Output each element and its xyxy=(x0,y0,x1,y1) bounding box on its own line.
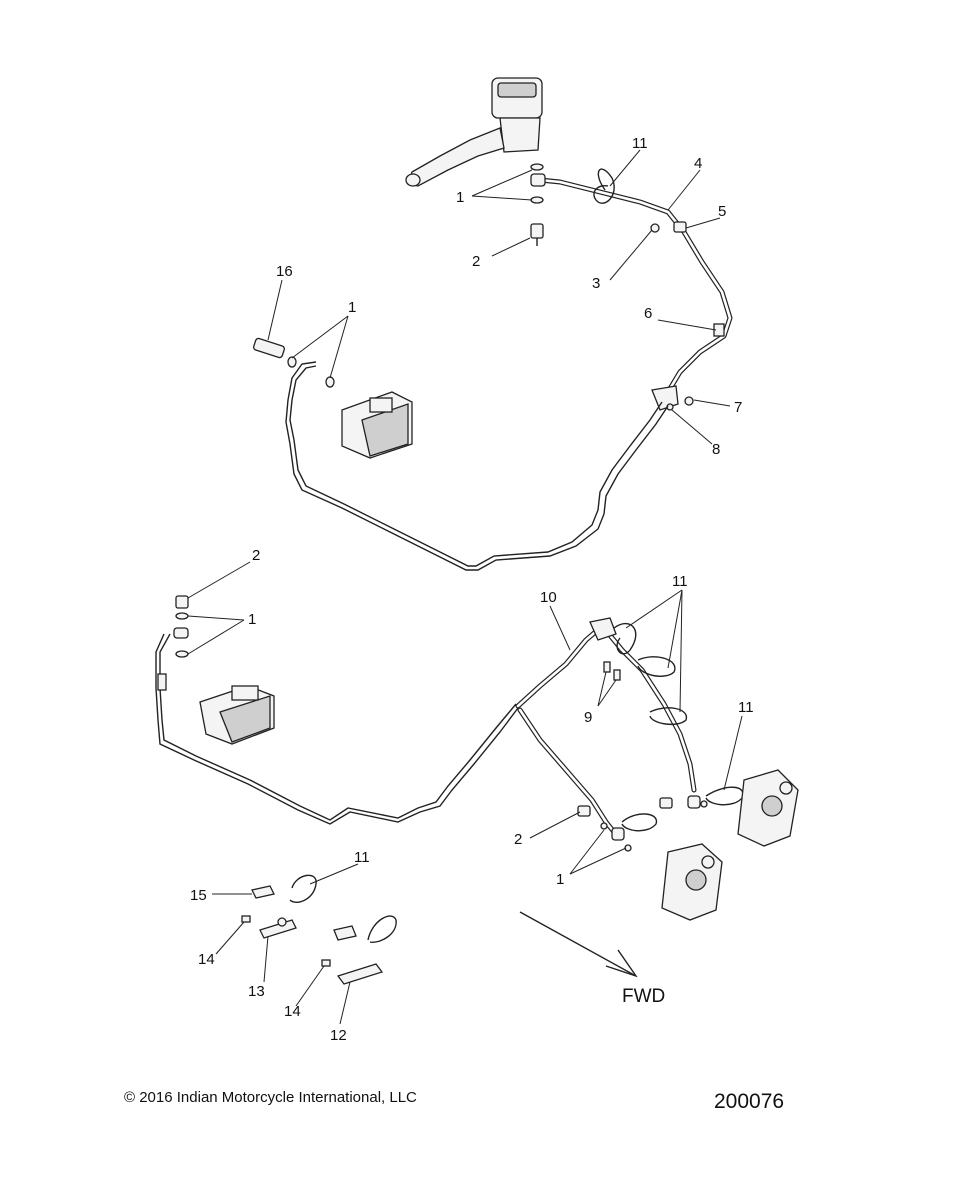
callout-11: 11 xyxy=(632,135,648,152)
clip-and-bracket-12 xyxy=(321,915,397,985)
cable-tie-13 xyxy=(289,874,317,903)
clip-15 xyxy=(251,885,275,899)
master-cylinder xyxy=(405,77,543,187)
callout-7: 7 xyxy=(734,399,742,416)
upper-brake-hose xyxy=(537,177,733,395)
abs-module-upper xyxy=(341,391,413,459)
callout-3: 3 xyxy=(592,275,600,292)
callout-1: 1 xyxy=(348,299,356,316)
clip-and-bolt xyxy=(650,221,687,233)
brake-caliper-right xyxy=(737,769,799,847)
bleeder-screws xyxy=(603,661,621,681)
callout-8: 8 xyxy=(712,441,720,458)
banjo-fitting-upper xyxy=(530,163,546,246)
callout-15: 15 xyxy=(190,887,207,904)
callout-5: 5 xyxy=(718,203,726,220)
upper-rigid-brake-line xyxy=(285,361,669,571)
callout-10: 10 xyxy=(540,589,557,606)
callout-labels: 1 2 11 4 5 3 6 7 8 16 1 2 1 10 11 9 11 2… xyxy=(190,135,754,1044)
brake-caliper-left xyxy=(661,843,723,921)
abs-module-lower xyxy=(199,685,275,745)
banjo-fitting-lower xyxy=(173,595,189,658)
callout-11: 11 xyxy=(672,573,688,590)
callout-11: 11 xyxy=(354,849,370,866)
diagram-number: 200076 xyxy=(714,1090,785,1113)
callout-leaders xyxy=(187,149,743,1025)
callout-2: 2 xyxy=(514,831,522,848)
callout-16: 16 xyxy=(276,263,293,280)
callout-1: 1 xyxy=(248,611,256,628)
callout-9: 9 xyxy=(584,709,592,726)
lower-rigid-brake-line xyxy=(155,633,519,825)
callout-12: 12 xyxy=(330,1027,347,1044)
copyright-notice: © 2016 Indian Motorcycle International, … xyxy=(124,1089,417,1106)
callout-11: 11 xyxy=(738,699,754,716)
callout-14: 14 xyxy=(284,1003,301,1020)
callout-6: 6 xyxy=(644,305,652,322)
cable-tie-upper xyxy=(593,168,615,204)
fwd-label: FWD xyxy=(622,986,665,1007)
front-brake-hose xyxy=(515,617,697,835)
caliper-fittings xyxy=(577,795,708,852)
callout-1: 1 xyxy=(556,871,564,888)
forward-direction-arrow xyxy=(519,911,638,978)
banjo-bolt-16 xyxy=(253,337,335,388)
callout-2: 2 xyxy=(472,253,480,270)
callout-13: 13 xyxy=(248,983,265,1000)
junction-block xyxy=(651,385,694,411)
callout-14: 14 xyxy=(198,951,215,968)
callout-4: 4 xyxy=(694,155,702,172)
callout-2: 2 xyxy=(252,547,260,564)
bracket-13 xyxy=(241,915,297,939)
callout-1: 1 xyxy=(456,189,464,206)
